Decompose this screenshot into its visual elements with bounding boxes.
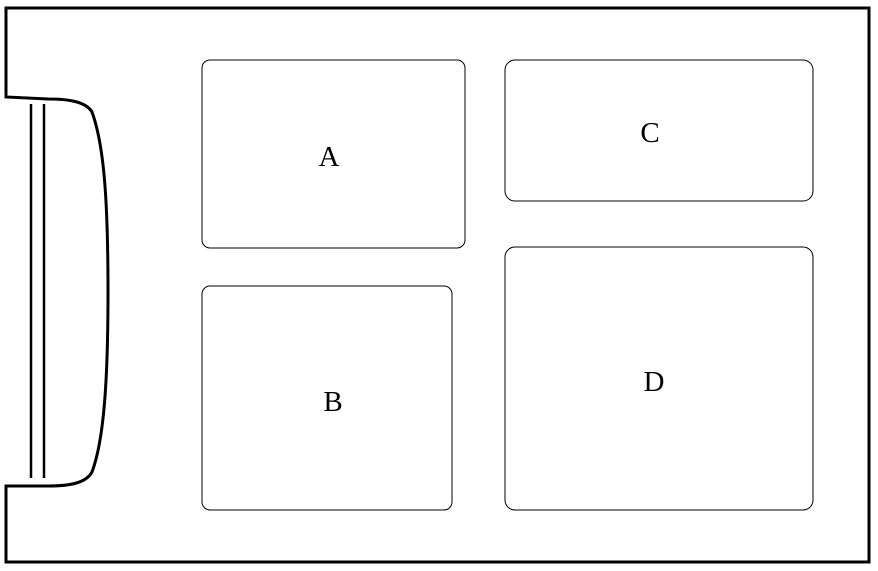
outer-boundary	[4, 6, 871, 564]
room-a: A	[201, 59, 466, 249]
room-d-label: D	[644, 366, 665, 398]
room-c: C	[504, 59, 814, 202]
room-b: B	[201, 285, 453, 511]
room-b-label: B	[323, 386, 342, 418]
room-c-label: C	[640, 117, 659, 149]
room-a-label: A	[319, 141, 340, 173]
room-d: D	[504, 246, 814, 511]
